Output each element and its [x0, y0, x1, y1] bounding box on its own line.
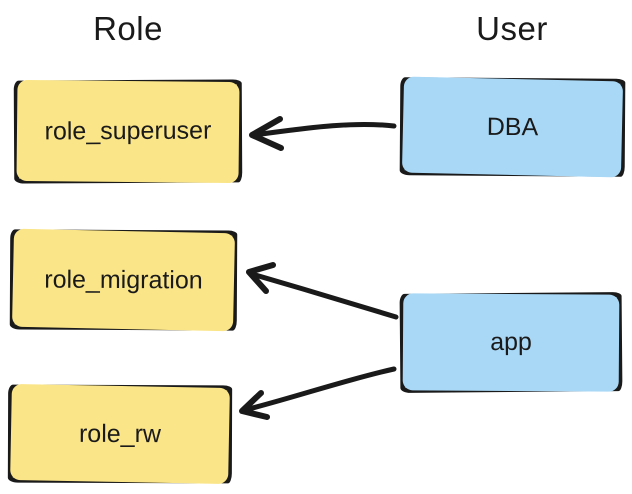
node-role-rw: role_rw [7, 384, 233, 484]
arrow-app-to-role-migration [246, 262, 399, 320]
arrow-dba-to-role-superuser [249, 116, 397, 151]
node-label: DBA [486, 112, 539, 141]
node-label: role_superuser [44, 116, 212, 146]
node-dba: DBA [399, 77, 626, 177]
column-title-user: User [476, 10, 548, 47]
node-label: role_migration [44, 265, 203, 294]
node-role-superuser: role_superuser [13, 79, 243, 184]
arrow-app-to-role-rw [239, 366, 397, 420]
node-label: app [490, 327, 532, 357]
column-title-role: Role [93, 10, 163, 47]
node-role-migration: role_migration [9, 229, 238, 331]
node-app: app [399, 292, 623, 393]
node-label: role_rw [78, 419, 162, 448]
